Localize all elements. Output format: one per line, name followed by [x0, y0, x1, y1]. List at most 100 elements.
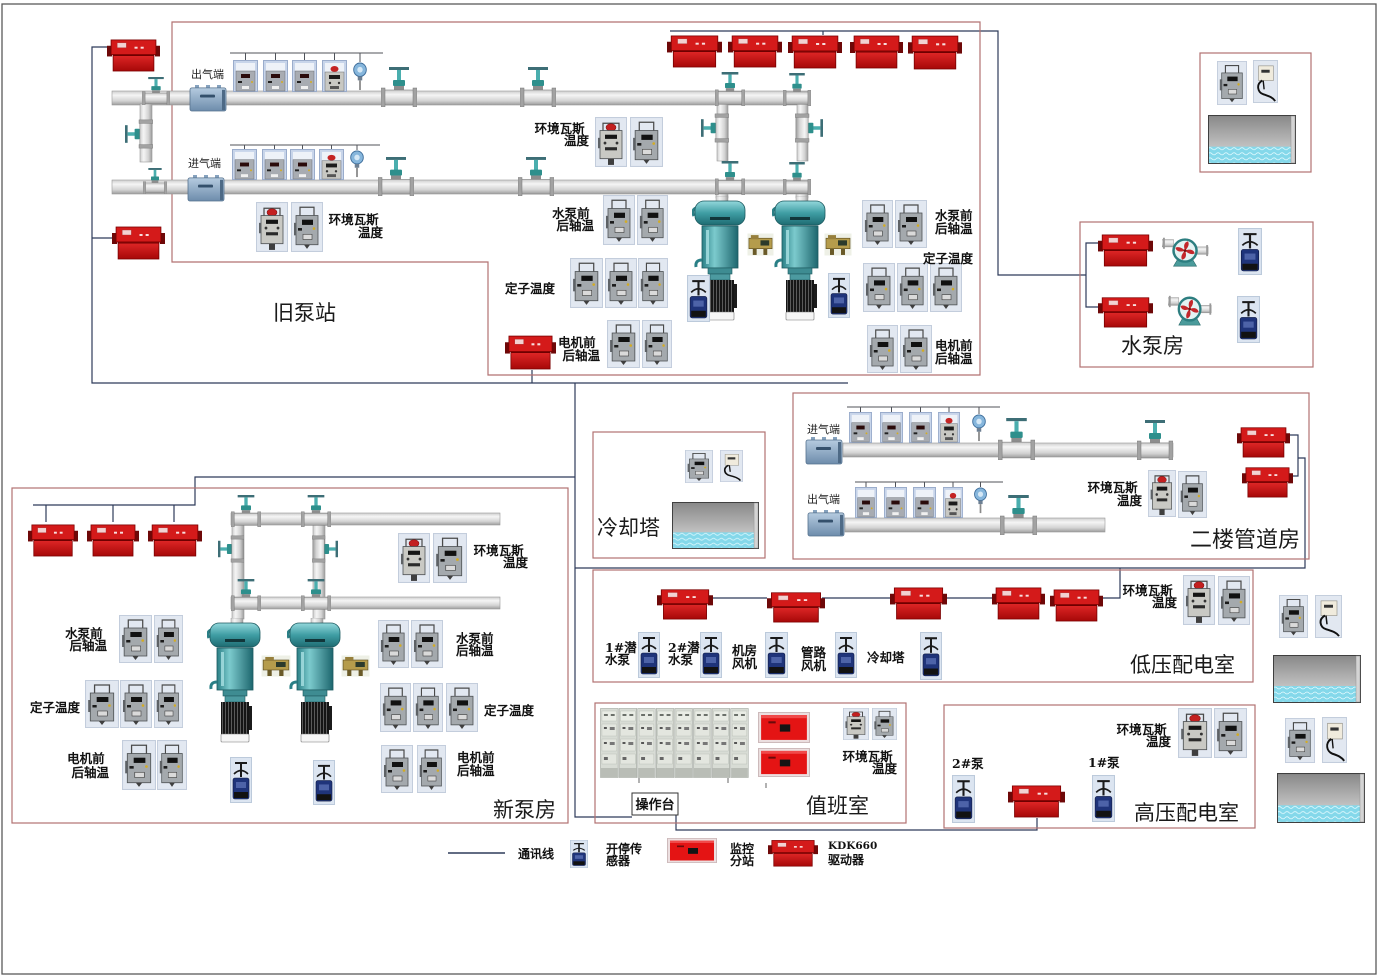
kdk660-driver-icon	[1008, 785, 1065, 818]
room-border	[792, 392, 1310, 560]
kdk660-driver-icon	[767, 592, 825, 623]
monitor-substation-icon	[667, 838, 717, 863]
start-stop-sensor-icon	[835, 632, 857, 678]
sensor-icon	[85, 680, 119, 728]
sensor-icon	[638, 258, 668, 308]
pipe-sensor-icon	[913, 487, 936, 518]
room-high-voltage-distribution: 2#泵 1#泵 环境瓦斯 温度 高压配电室	[943, 704, 1256, 829]
operator-console[interactable]: 操作台	[631, 792, 679, 816]
water-tank-icon	[672, 502, 759, 549]
switch-cabinet-icon	[730, 708, 749, 778]
room-cooling-tower: 冷却塔	[592, 431, 766, 559]
pipe-sensor-icon	[232, 149, 257, 180]
sensor-icon	[157, 740, 187, 790]
label-line: 环境瓦斯	[843, 749, 894, 764]
gas-sensor-icon	[1183, 575, 1215, 625]
solenoid-valve-icon	[747, 233, 774, 256]
pump-bearing-temp-label: 水泵前 后轴温	[65, 626, 107, 653]
room-water-pump-room: 水泵房	[1079, 221, 1314, 368]
pipe-sensor-icon	[855, 487, 877, 518]
start-stop-sensor-icon	[1092, 775, 1115, 822]
start-stop-sensor-icon	[765, 632, 788, 678]
motor-bearing-temp-label: 电机前 后轴温	[67, 751, 109, 780]
flowmeter-icon	[807, 510, 845, 537]
room-title: 低压配电室	[1130, 653, 1235, 677]
label-line: 水泵	[668, 652, 694, 667]
flowmeter-icon	[189, 85, 227, 112]
water-tank-icon	[1277, 773, 1365, 823]
pipe-sensor-icon	[233, 60, 258, 92]
pipe-sensor-icon	[884, 487, 907, 518]
sensor-icon	[930, 263, 962, 312]
start-stop-sensor-icon	[570, 840, 588, 868]
label-line: 后轴温	[69, 638, 107, 653]
label-line: 温度	[564, 133, 590, 148]
pipe-sensor-icon	[263, 60, 288, 92]
legend-substation-label: 监控 分站	[730, 841, 758, 868]
kdk660-driver-icon	[1237, 427, 1290, 458]
sensor-bus-line	[847, 406, 1000, 414]
sensor-icon	[154, 680, 183, 728]
label-line: 后轴温	[935, 221, 973, 236]
kdk660-driver-icon	[667, 35, 722, 68]
motor-bearing-temp-label: 电机前 后轴温	[457, 750, 499, 778]
legend-driver-label: KDK660 驱动器	[828, 836, 881, 867]
env-gas-temp-label: 环境瓦斯 温度	[329, 212, 384, 240]
kdk660-driver-icon	[505, 335, 556, 370]
label-line: 后轴温	[71, 765, 109, 780]
label-line: 温度	[358, 225, 384, 240]
start-stop-sensor-icon	[920, 632, 942, 680]
room-low-voltage-distribution: 1#潜 水泵 2#潜 水泵 机房 风机 管路 风机 冷却塔 环境瓦斯 温度 低压…	[592, 569, 1254, 683]
start-stop-point-label: 冷却塔	[867, 650, 905, 665]
sensor-icon	[381, 745, 413, 793]
env-gas-temp-label: 环境瓦斯 温度	[1117, 722, 1172, 749]
kdk660-driver-icon	[112, 226, 165, 260]
pipe-gas-sensor-icon	[943, 487, 963, 518]
motor-bearing-temp-label: 电机前 后轴温	[935, 338, 977, 366]
start-stop-point-label: 1#潜 水泵	[605, 640, 641, 667]
room-title: 高压配电室	[1134, 801, 1239, 825]
sensor-icon	[1218, 576, 1250, 625]
pipe	[230, 512, 501, 526]
label-line: 感器	[606, 853, 631, 868]
sensor-icon	[603, 195, 635, 245]
console-box[interactable]	[631, 792, 679, 816]
label-line: 水泵	[605, 652, 631, 667]
gas-sensor-icon	[256, 202, 288, 252]
label-line: 后轴温	[457, 763, 495, 778]
legend-comm-line-label: 通讯线	[518, 846, 554, 861]
kdk660-driver-icon	[768, 839, 818, 867]
start-stop-sensor-icon	[828, 273, 850, 318]
label-line: 电机前	[935, 338, 973, 353]
label-line: 水泵前	[935, 208, 973, 223]
sensor-icon	[122, 740, 156, 790]
label-line: 水泵前	[456, 631, 494, 646]
label-line: 环境瓦斯	[1123, 583, 1174, 598]
switch-cabinet-icon	[600, 708, 619, 778]
sensor-icon	[900, 325, 932, 373]
old-pump-station-devices	[107, 35, 962, 373]
pipe-sensor-icon	[292, 60, 317, 92]
cable-sensor-icon	[1315, 595, 1342, 638]
comm-line	[33, 476, 575, 506]
room-title: 二楼管道房	[1190, 528, 1300, 553]
sensor-icon	[605, 258, 637, 308]
pipe	[844, 517, 1106, 533]
pump-bearing-temp-label: 水泵前 后轴温	[935, 208, 977, 236]
sensor-icon	[1217, 61, 1247, 105]
start-stop-point-label: 管路 风机	[801, 645, 830, 673]
start-stop-sensor-icon	[230, 757, 252, 803]
pipe-sensor-icon	[290, 149, 315, 180]
new-pump-room-devices	[28, 495, 501, 805]
kdk660-driver-icon	[890, 587, 947, 620]
room-border	[11, 487, 569, 824]
stator-temp-label: 定子温度	[483, 703, 535, 718]
start-stop-sensor-icon	[313, 760, 335, 805]
gas-sensor-icon	[1178, 708, 1212, 758]
sensor-icon	[872, 708, 897, 740]
water-tank-icon	[1208, 115, 1296, 164]
label-line: 电机前	[67, 751, 105, 766]
room-border	[171, 21, 981, 376]
room-border	[594, 702, 907, 824]
label-line: KDK660	[828, 840, 877, 852]
